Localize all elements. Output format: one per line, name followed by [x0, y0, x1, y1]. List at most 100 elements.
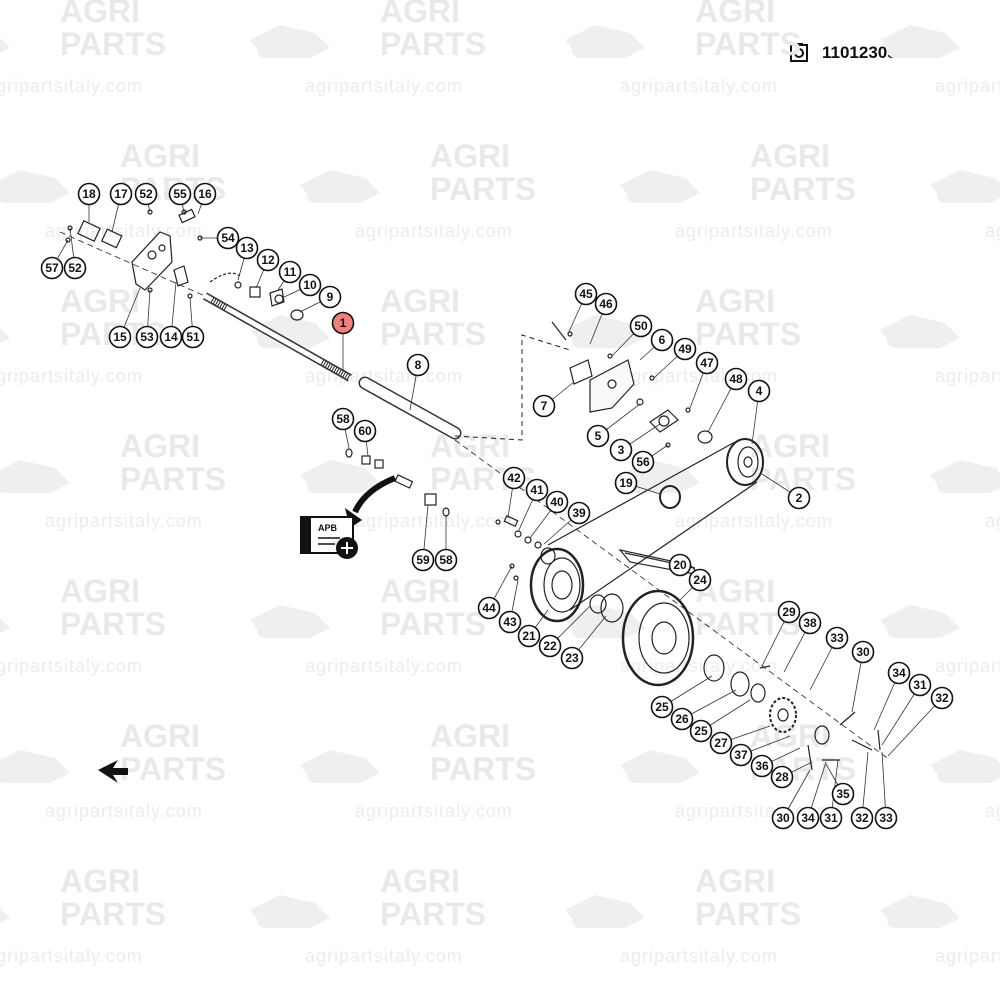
callout-circle: [318, 285, 342, 309]
callout-34[interactable]: 34: [796, 806, 820, 830]
callout-48[interactable]: 48: [724, 367, 748, 391]
callout-31[interactable]: 31: [819, 806, 843, 830]
callout-circle: [567, 501, 591, 525]
callout-43[interactable]: 43: [498, 610, 522, 634]
callout-label: 49: [678, 342, 692, 356]
callout-14[interactable]: 14: [159, 325, 183, 349]
callout-32[interactable]: 32: [850, 806, 874, 830]
callout-29[interactable]: 29: [777, 600, 801, 624]
callout-30[interactable]: 30: [851, 640, 875, 664]
callout-49[interactable]: 49: [673, 337, 697, 361]
callout-36[interactable]: 36: [750, 754, 774, 778]
callout-label: 12: [261, 253, 275, 267]
callout-37[interactable]: 37: [729, 743, 753, 767]
callout-label: 45: [579, 287, 593, 301]
callout-19[interactable]: 19: [614, 471, 638, 495]
callout-33[interactable]: 33: [825, 626, 849, 650]
callout-54[interactable]: 54: [216, 226, 240, 250]
callout-circle: [747, 379, 771, 403]
callout-10[interactable]: 10: [298, 273, 322, 297]
callout-22[interactable]: 22: [538, 634, 562, 658]
callout-31[interactable]: 31: [908, 673, 932, 697]
callout-26[interactable]: 26: [670, 707, 694, 731]
callout-55[interactable]: 55: [168, 182, 192, 206]
callout-57[interactable]: 57: [40, 256, 64, 280]
callout-38[interactable]: 38: [798, 611, 822, 635]
watermark-brand-line2: PARTS: [695, 316, 801, 352]
watermark-url: agripartsitaly.com: [45, 801, 203, 821]
callout-label: 58: [439, 553, 453, 567]
callout-58[interactable]: 58: [434, 548, 458, 572]
callout-30[interactable]: 30: [771, 806, 795, 830]
callout-label: 32: [855, 811, 869, 825]
callout-20[interactable]: 20: [668, 553, 692, 577]
callout-45[interactable]: 45: [574, 282, 598, 306]
callout-circle: [668, 553, 692, 577]
callout-47[interactable]: 47: [695, 351, 719, 375]
callout-39[interactable]: 39: [567, 501, 591, 525]
callout-11[interactable]: 11: [278, 260, 302, 284]
callout-41[interactable]: 41: [525, 478, 549, 502]
callout-circle: [614, 471, 638, 495]
callout-46[interactable]: 46: [594, 292, 618, 316]
callout-18[interactable]: 18: [77, 182, 101, 206]
callout-2[interactable]: 2: [787, 486, 811, 510]
callout-17[interactable]: 17: [109, 182, 133, 206]
watermark-brand-line1: AGRI: [60, 573, 140, 609]
callout-40[interactable]: 40: [545, 490, 569, 514]
callout-56[interactable]: 56: [631, 450, 655, 474]
callout-53[interactable]: 53: [135, 325, 159, 349]
callout-label: 59: [416, 553, 430, 567]
callout-27[interactable]: 27: [709, 731, 733, 755]
callout-21[interactable]: 21: [517, 624, 541, 648]
callout-58[interactable]: 58: [331, 407, 355, 431]
callout-25[interactable]: 25: [650, 695, 674, 719]
callout-circle: [331, 407, 355, 431]
callout-1[interactable]: 1: [331, 311, 355, 335]
callout-60[interactable]: 60: [353, 419, 377, 443]
callout-circle: [650, 328, 674, 352]
callout-5[interactable]: 5: [586, 424, 610, 448]
pulley-21-part: [529, 547, 585, 623]
callout-label: 30: [856, 645, 870, 659]
callout-32[interactable]: 32: [930, 686, 954, 710]
callout-50[interactable]: 50: [629, 314, 653, 338]
callout-13[interactable]: 13: [235, 236, 259, 260]
callout-9[interactable]: 9: [318, 285, 342, 309]
callout-52[interactable]: 52: [134, 182, 158, 206]
callout-label: 33: [830, 631, 844, 645]
callout-circle: [724, 367, 748, 391]
callout-6[interactable]: 6: [650, 328, 674, 352]
callout-33[interactable]: 33: [874, 806, 898, 830]
callout-34[interactable]: 34: [887, 661, 911, 685]
callout-52[interactable]: 52: [63, 256, 87, 280]
callout-3[interactable]: 3: [609, 438, 633, 462]
callout-12[interactable]: 12: [256, 248, 280, 272]
callout-25[interactable]: 25: [689, 719, 713, 743]
callout-label: 13: [240, 241, 254, 255]
callout-label: 25: [655, 700, 669, 714]
callout-15[interactable]: 15: [108, 325, 132, 349]
watermark-url: agripartsitaly.com: [935, 76, 1000, 96]
hub-part: [589, 593, 624, 623]
callout-circle: [498, 610, 522, 634]
callout-24[interactable]: 24: [688, 568, 712, 592]
callout-44[interactable]: 44: [477, 596, 501, 620]
callout-4[interactable]: 4: [747, 379, 771, 403]
watermark-url: agripartsitaly.com: [305, 76, 463, 96]
callout-label: 34: [892, 666, 906, 680]
callout-59[interactable]: 59: [411, 548, 435, 572]
callout-51[interactable]: 51: [181, 325, 205, 349]
callout-7[interactable]: 7: [532, 394, 556, 418]
callout-16[interactable]: 16: [193, 182, 217, 206]
callout-35[interactable]: 35: [831, 782, 855, 806]
callout-23[interactable]: 23: [560, 646, 584, 670]
callout-42[interactable]: 42: [502, 466, 526, 490]
callout-8[interactable]: 8: [406, 353, 430, 377]
callout-28[interactable]: 28: [770, 765, 794, 789]
